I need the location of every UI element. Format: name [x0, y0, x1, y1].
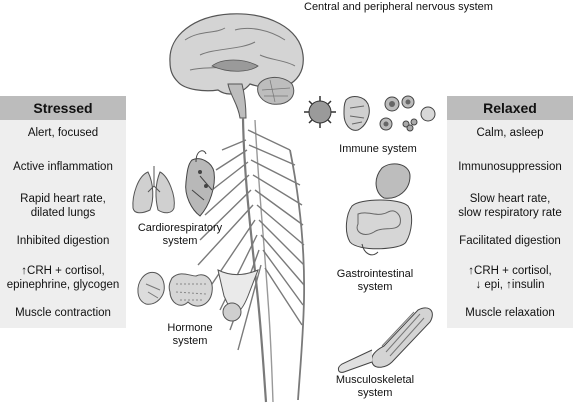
lungs-icon — [132, 166, 175, 214]
spinal-cord-icon — [197, 117, 306, 403]
relaxed-panel: Relaxed Calm, asleep Immunosuppression S… — [447, 96, 573, 328]
relaxed-header: Relaxed — [447, 96, 573, 120]
relaxed-item: Slow heart rate,slow respiratory rate — [458, 193, 562, 219]
stressed-header: Stressed — [0, 96, 126, 120]
stressed-item: Rapid heart rate,dilated lungs — [20, 193, 106, 219]
relaxed-item: Facilitated digestion — [459, 235, 561, 247]
immune-label: Immune system — [339, 143, 417, 155]
relaxed-item: Immunosuppression — [458, 161, 562, 173]
stressed-item: Active inflammation — [13, 161, 113, 173]
brain-icon — [169, 13, 304, 119]
relaxed-item: Muscle relaxation — [465, 307, 555, 319]
stressed-item: ↑CRH + cortisol,epinephrine, glycogen — [6, 265, 120, 291]
stressed-item: Inhibited digestion — [16, 235, 110, 247]
thyroid-icon — [137, 271, 213, 307]
stressed-panel: Stressed Alert, focused Active inflammat… — [0, 96, 126, 328]
stressed-item: Muscle contraction — [15, 307, 111, 319]
stomach-intestines-icon — [345, 163, 413, 256]
relaxed-item: ↑CRH + cortisol,↓ epi, ↑insulin — [468, 265, 552, 291]
immune-cells-icon — [304, 95, 436, 132]
pituitary-icon — [217, 269, 259, 322]
stressed-item: Alert, focused — [27, 127, 99, 139]
heart-icon — [185, 150, 215, 217]
muscle-icon — [337, 307, 433, 373]
relaxed-item: Calm, asleep — [476, 127, 544, 139]
diagram-title: Central and peripheral nervous system — [304, 1, 493, 13]
